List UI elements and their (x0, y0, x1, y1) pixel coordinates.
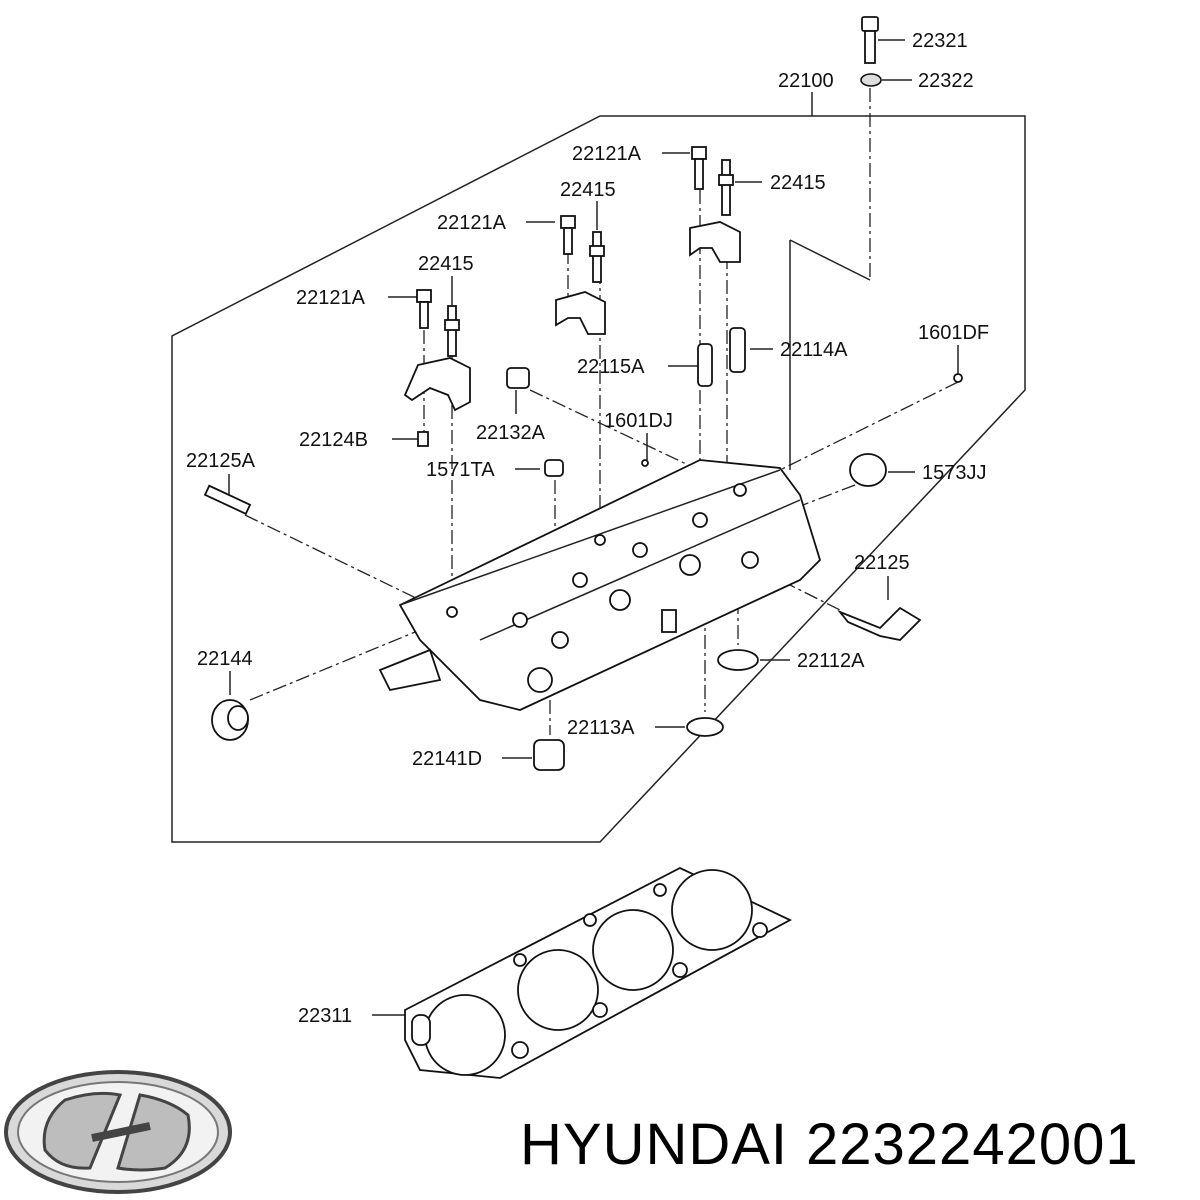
label-22125: 22125 (854, 552, 910, 574)
seal-22144 (211, 699, 249, 741)
dowel-22124B (417, 431, 429, 447)
label-22115A: 22115A (577, 356, 645, 378)
part-number: 2232242001 (806, 1112, 1139, 1177)
leader-lines (228, 39, 959, 1016)
label-22415-mid: 22415 (560, 179, 616, 201)
label-22322: 22322 (918, 70, 974, 92)
bearing-cap-top (689, 221, 741, 263)
label-22124B: 22124B (299, 429, 368, 451)
bolt-22121A-top (691, 146, 707, 190)
label-22114A: 22114A (780, 339, 848, 361)
bolt-22321 (861, 16, 879, 64)
stud-22415-left (444, 305, 460, 357)
hyundai-logo (4, 1070, 232, 1194)
bearing-cap-mid (555, 291, 606, 335)
plug-1571TA (544, 459, 564, 477)
label-22144: 22144 (197, 648, 253, 670)
pin-1601DJ (641, 459, 649, 467)
stud-22415-top (718, 159, 734, 216)
label-22121A-mid: 22121A (437, 212, 507, 234)
label-1571TA: 1571TA (426, 459, 495, 481)
guide-22114A (729, 327, 746, 373)
plug-22132A (506, 367, 530, 389)
label-22415-top: 22415 (770, 172, 826, 194)
elbow-22125 (837, 606, 922, 641)
label-1573JJ: 1573JJ (922, 462, 987, 484)
label-22125A: 22125A (186, 450, 256, 472)
label-22113A: 22113A (567, 717, 635, 739)
label-22121A-left: 22121A (296, 287, 366, 309)
part-labels: 22321 22322 22100 22121A 22415 22415 221… (186, 30, 989, 1027)
cylinder-head (378, 459, 822, 711)
label-1601DJ: 1601DJ (604, 410, 673, 432)
assembly-boundary (171, 92, 1026, 843)
brand-name: HYUNDAI (520, 1112, 789, 1177)
label-22132A: 22132A (476, 422, 546, 444)
bearing-cap-left (403, 357, 471, 412)
ring-22113A (686, 717, 724, 737)
cap-22141D (533, 739, 565, 771)
label-22415-left: 22415 (418, 253, 474, 275)
label-22141D: 22141D (412, 748, 482, 770)
label-1601DF: 1601DF (918, 322, 989, 344)
label-22311: 22311 (298, 1005, 352, 1027)
ring-22112A (717, 649, 759, 671)
stud-22125A (203, 484, 252, 516)
head-gasket-22311 (404, 866, 792, 1079)
stud-22415-mid (589, 231, 605, 283)
guide-22115A (697, 343, 713, 387)
bolt-22121A-mid (560, 215, 576, 255)
plug-1573JJ (849, 453, 887, 487)
label-22121A-top: 22121A (572, 143, 642, 165)
brand-part-number: HYUNDAI 2232242001 (520, 1105, 1190, 1185)
washer-22322 (860, 73, 882, 87)
label-22321: 22321 (912, 30, 968, 52)
label-22112A: 22112A (797, 650, 865, 672)
bolt-22121A-left (416, 289, 432, 329)
pin-1601DF (953, 373, 963, 383)
label-22100: 22100 (778, 70, 834, 92)
